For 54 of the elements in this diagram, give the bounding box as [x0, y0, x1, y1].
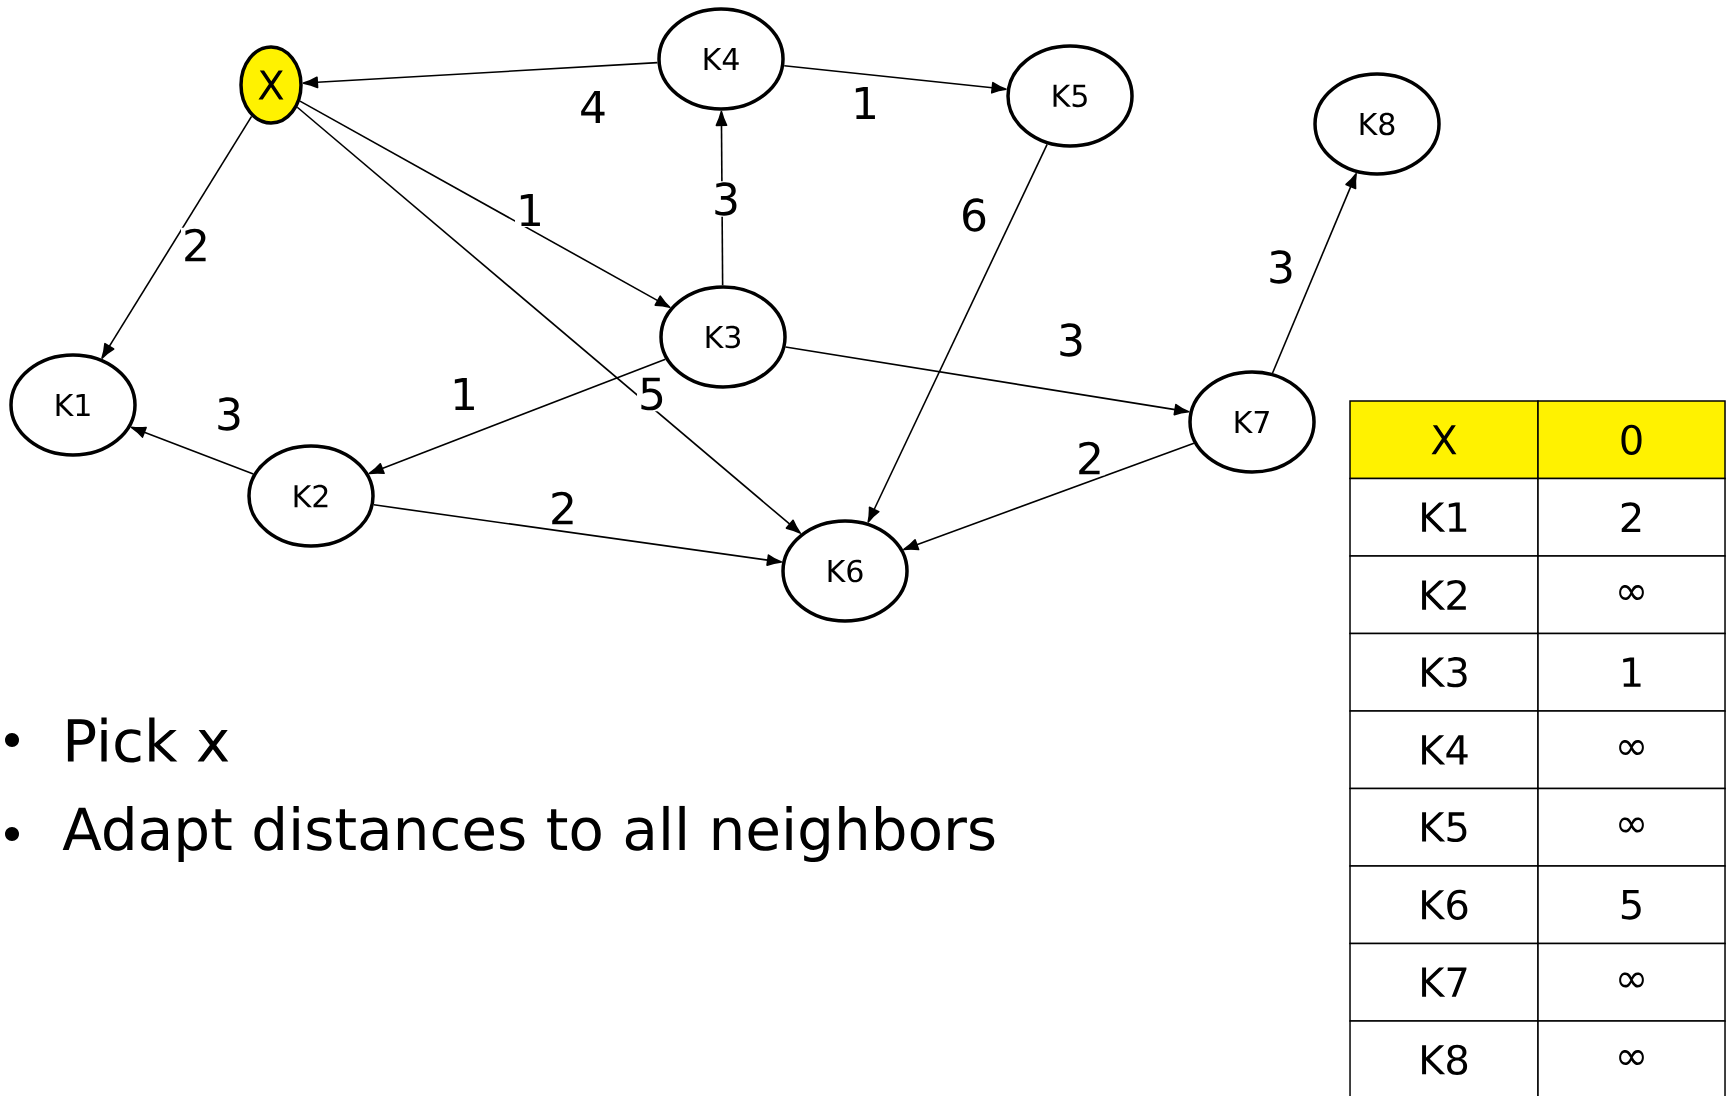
edge-label: 3 [1266, 249, 1296, 285]
graph-node: K2 [247, 444, 375, 548]
arrow [130, 426, 255, 475]
edge-label: 5 [637, 376, 667, 412]
graph-node: K8 [1313, 72, 1441, 176]
edge-label: 2 [1075, 440, 1105, 476]
edge-label: 3 [711, 181, 741, 217]
table-cell: K3 [1349, 632, 1539, 712]
graph-node: K1 [9, 353, 137, 457]
arrow [299, 100, 671, 309]
table-cell: 5 [1537, 865, 1726, 945]
table-cell: ∞ [1537, 710, 1726, 790]
table-cell: K8 [1349, 1020, 1539, 1096]
table-cell: K5 [1349, 787, 1539, 867]
table-cell: ∞ [1537, 787, 1726, 867]
edge-label: 1 [850, 85, 880, 121]
graph-node: K7 [1188, 370, 1316, 474]
table-cell: ∞ [1537, 555, 1726, 635]
arrow [784, 346, 1190, 416]
graph-node: X [239, 45, 303, 125]
edge-label: 1 [449, 376, 479, 412]
arrow [373, 504, 783, 567]
table-cell: 0 [1537, 400, 1726, 480]
arrow [903, 442, 1195, 551]
table-cell: K7 [1349, 942, 1539, 1022]
table-cell: K1 [1349, 477, 1539, 557]
graph-node: K6 [781, 519, 909, 623]
arrow [101, 115, 253, 359]
arrow [1271, 172, 1357, 374]
arrow [302, 61, 659, 89]
arrow [296, 106, 802, 534]
table-cell: K6 [1349, 865, 1539, 945]
table-cell: 1 [1537, 632, 1726, 712]
edge-label: 6 [959, 197, 989, 233]
arrow [867, 143, 1048, 523]
edge-label: 2 [548, 490, 578, 526]
graph-node: K3 [659, 285, 787, 389]
edge-label: 3 [214, 396, 244, 432]
edge-label: 4 [578, 89, 608, 125]
edge-label: 2 [181, 227, 211, 263]
edge-label: 1 [515, 192, 545, 228]
bullet-item: Adapt distances to all neighbors [5, 805, 995, 863]
table-cell: K2 [1349, 555, 1539, 635]
table-cell: ∞ [1537, 1020, 1726, 1096]
table-cell: 2 [1537, 477, 1726, 557]
arrow [783, 64, 1007, 94]
table-cell: X [1349, 400, 1539, 480]
edge-label: 3 [1056, 322, 1086, 358]
table-cell: ∞ [1537, 942, 1726, 1022]
arrow [368, 358, 667, 475]
table-cell: K4 [1349, 710, 1539, 790]
graph-node: K5 [1006, 44, 1134, 148]
bullet-item: Pick x [5, 717, 229, 763]
graph-node: K4 [657, 7, 785, 111]
